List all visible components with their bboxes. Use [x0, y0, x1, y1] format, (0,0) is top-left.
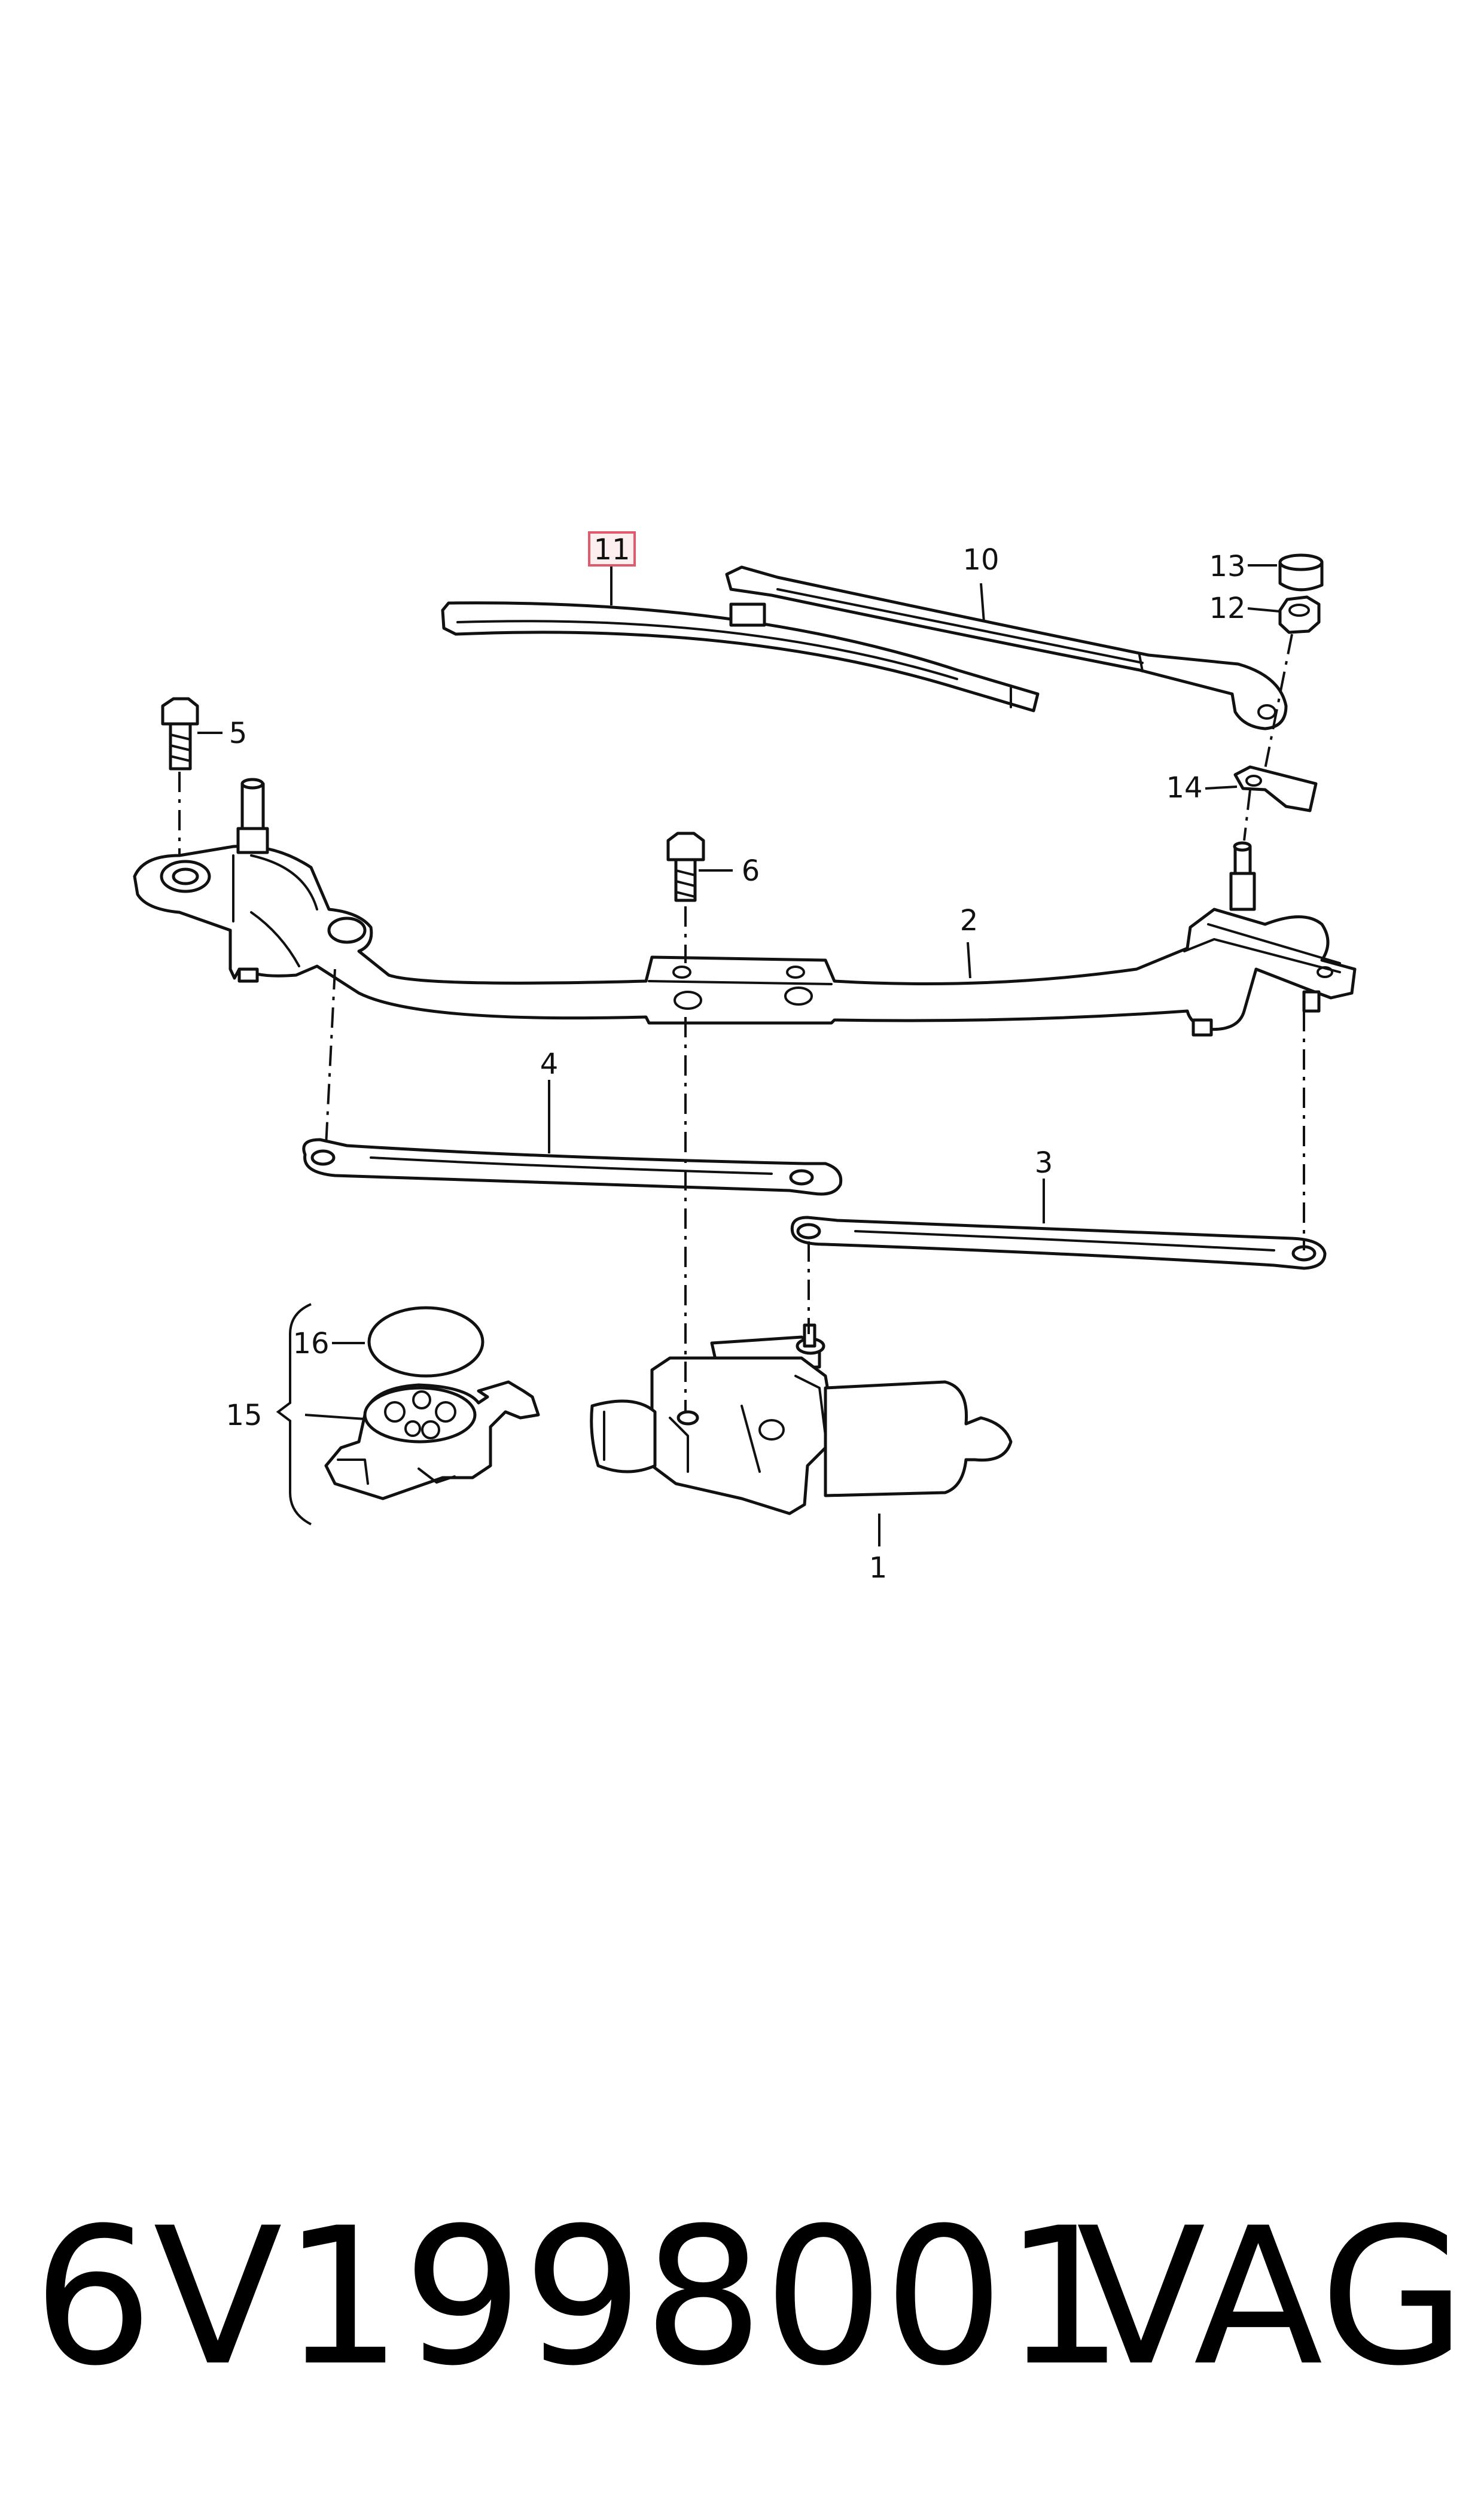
wiper-motor — [590, 1323, 1013, 1515]
seal-plate — [1233, 765, 1318, 812]
rain-sensor — [324, 1380, 540, 1500]
callout-1[interactable]: 1 — [869, 1551, 888, 1585]
callout-6[interactable]: 6 — [742, 854, 760, 888]
callout-11-highlight — [588, 531, 636, 567]
bolt-6 — [666, 832, 705, 902]
callout-4[interactable]: 4 — [540, 1048, 559, 1081]
bolt-5 — [161, 697, 199, 771]
callout-13[interactable]: 13 — [1209, 550, 1245, 583]
connecting-rod-4 — [302, 1138, 843, 1196]
wiper-blade — [441, 601, 1040, 713]
linkage-frame — [133, 778, 1357, 1037]
callout-12[interactable]: 12 — [1209, 592, 1245, 625]
sensor-gasket — [367, 1306, 484, 1378]
callout-3[interactable]: 3 — [1035, 1146, 1053, 1180]
callout-15[interactable]: 15 — [226, 1399, 262, 1432]
part-number: 6V1998001 — [33, 2187, 1125, 2407]
callout-11[interactable]: 11 — [593, 533, 630, 567]
callout-14[interactable]: 14 — [1166, 771, 1202, 805]
brand-name: VAG — [1076, 2187, 1466, 2407]
callout-5[interactable]: 5 — [229, 717, 248, 750]
callout-10[interactable]: 10 — [962, 543, 999, 577]
callouts: 11 10 13 12 14 5 6 2 4 3 1 16 15 — [226, 533, 1245, 1585]
callout-2[interactable]: 2 — [960, 904, 979, 937]
group-brace-15 — [276, 1303, 312, 1526]
cover-cap — [1278, 553, 1324, 592]
leader-lines — [197, 562, 1281, 1546]
hex-nut — [1278, 595, 1321, 634]
callout-16[interactable]: 16 — [292, 1327, 329, 1360]
assembly-lines — [178, 634, 1305, 1412]
connecting-rod-3 — [790, 1216, 1327, 1270]
